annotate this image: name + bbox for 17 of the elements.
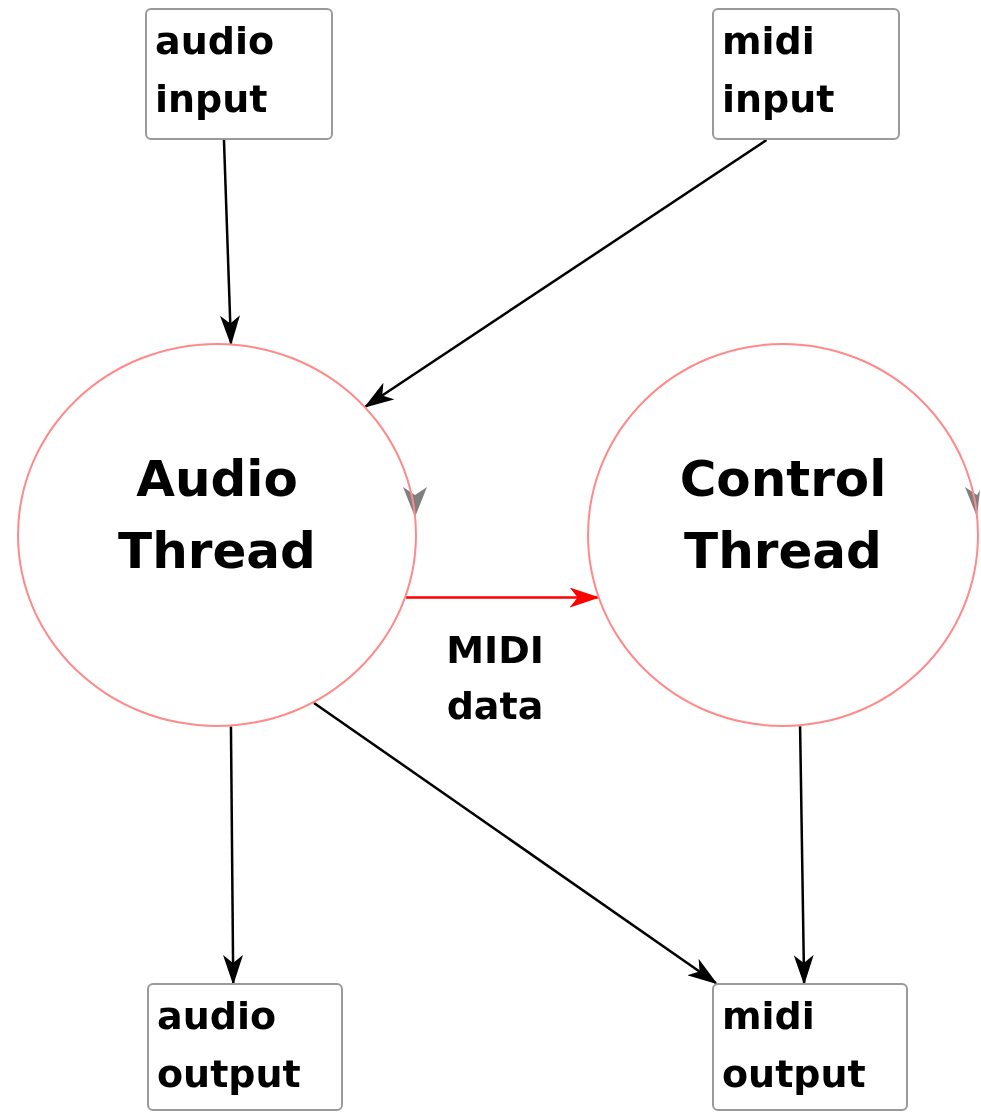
arrow bbox=[220, 139, 240, 346]
arrow bbox=[313, 701, 718, 985]
io-label: audio output bbox=[157, 993, 302, 1098]
thread-label: Audio Thread bbox=[117, 449, 317, 582]
io-label: midi output bbox=[722, 993, 867, 1098]
thread-label: Control Thread bbox=[678, 449, 888, 582]
arrow bbox=[793, 726, 814, 985]
arrow bbox=[406, 587, 600, 608]
io-box bbox=[145, 8, 333, 140]
io-box bbox=[712, 8, 900, 140]
arrow bbox=[223, 726, 243, 985]
arrow bbox=[363, 138, 768, 408]
io-box bbox=[712, 983, 908, 1111]
io-box bbox=[147, 983, 343, 1111]
io-label: midi input bbox=[722, 18, 836, 123]
io-label: audio input bbox=[155, 18, 276, 123]
thread-circle bbox=[587, 343, 979, 727]
